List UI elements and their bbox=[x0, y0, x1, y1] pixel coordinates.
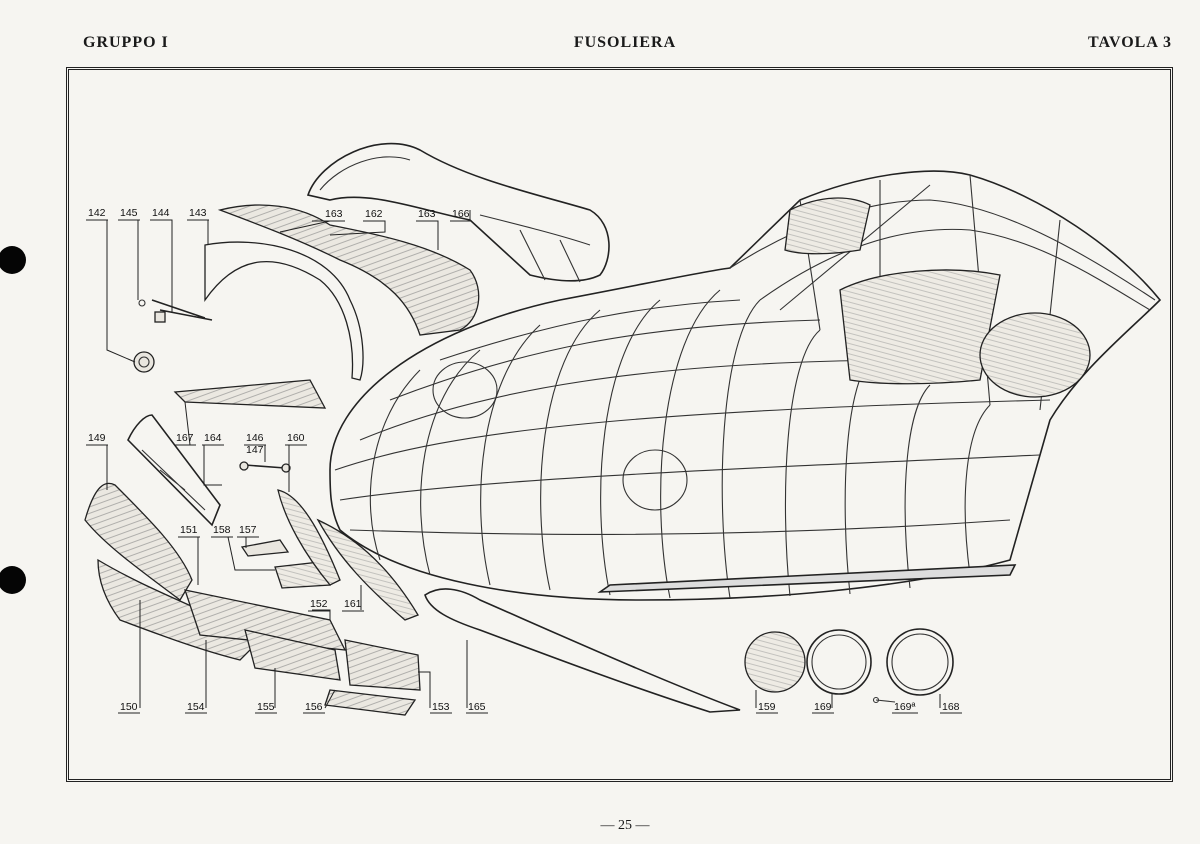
label-underlines bbox=[86, 219, 962, 714]
callout-166: 166 bbox=[452, 208, 470, 220]
callout-165: 165 bbox=[468, 701, 486, 713]
part-161 bbox=[316, 518, 419, 621]
callout-160: 160 bbox=[287, 432, 305, 444]
group-label: GRUPPO I bbox=[83, 34, 169, 51]
callout-159: 159 bbox=[758, 701, 776, 713]
callout-163b: 163 bbox=[418, 208, 436, 220]
callout-150: 150 bbox=[120, 701, 138, 713]
part-160 bbox=[277, 489, 341, 586]
part-165 bbox=[424, 588, 741, 713]
callout-157: 157 bbox=[239, 524, 257, 536]
callout-147: 147 bbox=[246, 444, 264, 456]
fuselage-frame bbox=[329, 170, 1162, 601]
callout-labels: 142 145 144 143 163 162 163 166 149 167 … bbox=[88, 207, 960, 713]
callout-155: 155 bbox=[257, 701, 275, 713]
part-157 bbox=[240, 539, 290, 557]
binder-hole-bottom bbox=[0, 566, 26, 594]
callout-162: 162 bbox=[365, 208, 383, 220]
callout-164: 164 bbox=[204, 432, 222, 444]
callout-145: 145 bbox=[120, 207, 138, 219]
callout-144: 144 bbox=[152, 207, 170, 219]
callout-149: 149 bbox=[88, 432, 106, 444]
callout-146: 146 bbox=[246, 432, 264, 444]
callout-142: 142 bbox=[88, 207, 106, 219]
callout-153: 153 bbox=[432, 701, 450, 713]
callout-158: 158 bbox=[213, 524, 231, 536]
ring-parts bbox=[744, 628, 954, 704]
binder-hole-top bbox=[0, 246, 26, 274]
drawing-frame bbox=[66, 67, 1173, 782]
small-fittings bbox=[133, 299, 291, 473]
callout-156: 156 bbox=[305, 701, 323, 713]
callout-143: 143 bbox=[189, 207, 207, 219]
part-167 bbox=[173, 379, 327, 409]
callout-169: 169 bbox=[814, 701, 832, 713]
callout-169b: 169ª bbox=[894, 701, 916, 713]
callout-167: 167 bbox=[176, 432, 194, 444]
callout-152: 152 bbox=[310, 598, 328, 610]
callout-151: 151 bbox=[180, 524, 198, 536]
page-number: — 25 — bbox=[600, 818, 650, 833]
callout-154: 154 bbox=[187, 701, 205, 713]
canopy-top-frame bbox=[306, 142, 610, 283]
callout-161: 161 bbox=[344, 598, 362, 610]
plate-number: TAVOLA 3 bbox=[1088, 34, 1172, 51]
callout-168: 168 bbox=[942, 701, 960, 713]
plate-title: FUSOLIERA bbox=[573, 34, 677, 51]
lower-panels bbox=[84, 482, 421, 716]
part-164-frame bbox=[127, 414, 221, 527]
callout-163a: 163 bbox=[325, 208, 343, 220]
